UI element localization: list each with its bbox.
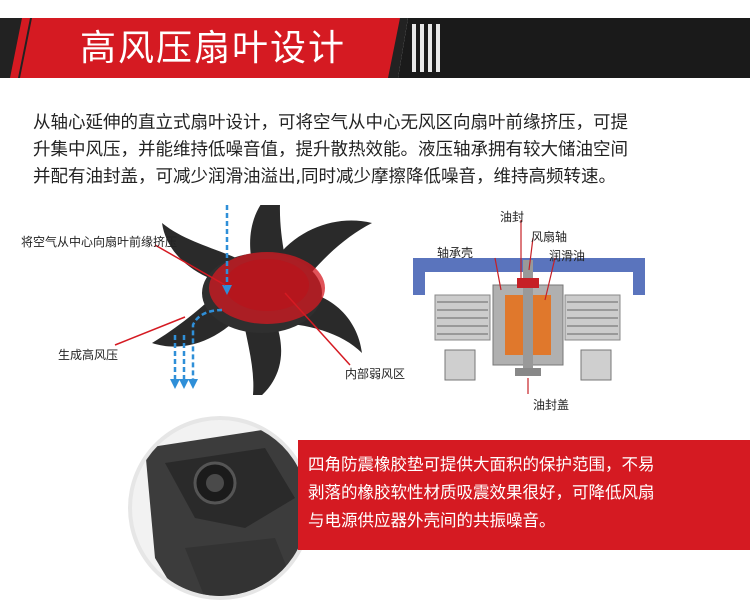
- bearing-label-seal-cap: 油封盖: [533, 398, 570, 412]
- rubber-pad-panel: [298, 440, 750, 550]
- bearing-label-fan-shaft: 风扇轴: [531, 230, 568, 244]
- fan-blades: [152, 205, 372, 395]
- header-banner: [0, 18, 750, 78]
- rubber-pad-description: 四角防震橡胶垫可提供大面积的保护范围，不易 剥落的橡胶软性材质吸震效果很好，可降…: [308, 455, 655, 530]
- fan-callout-weak-zone: 内部弱风区: [345, 367, 406, 381]
- fan-callout-high-pressure: 生成高风压: [58, 348, 119, 362]
- page-title: 高风压扇叶设计: [80, 28, 347, 69]
- intro-paragraph: 从轴心延伸的直立式扇叶设计，可将空气从中心无风区向扇叶前缘挤压，可提 升集中风压…: [33, 113, 628, 187]
- bearing-diagram: [413, 220, 645, 394]
- bearing-label-housing: 轴承壳: [437, 246, 474, 260]
- fan-illustration: [114, 205, 372, 395]
- bearing-label-lubricant: 润滑油: [549, 249, 586, 263]
- bearing-label-oil-seal: 油封: [500, 210, 525, 224]
- fan-callout-compress: 将空气从中心向扇叶前缘挤压: [21, 235, 178, 249]
- rubber-pad-image: [128, 416, 312, 600]
